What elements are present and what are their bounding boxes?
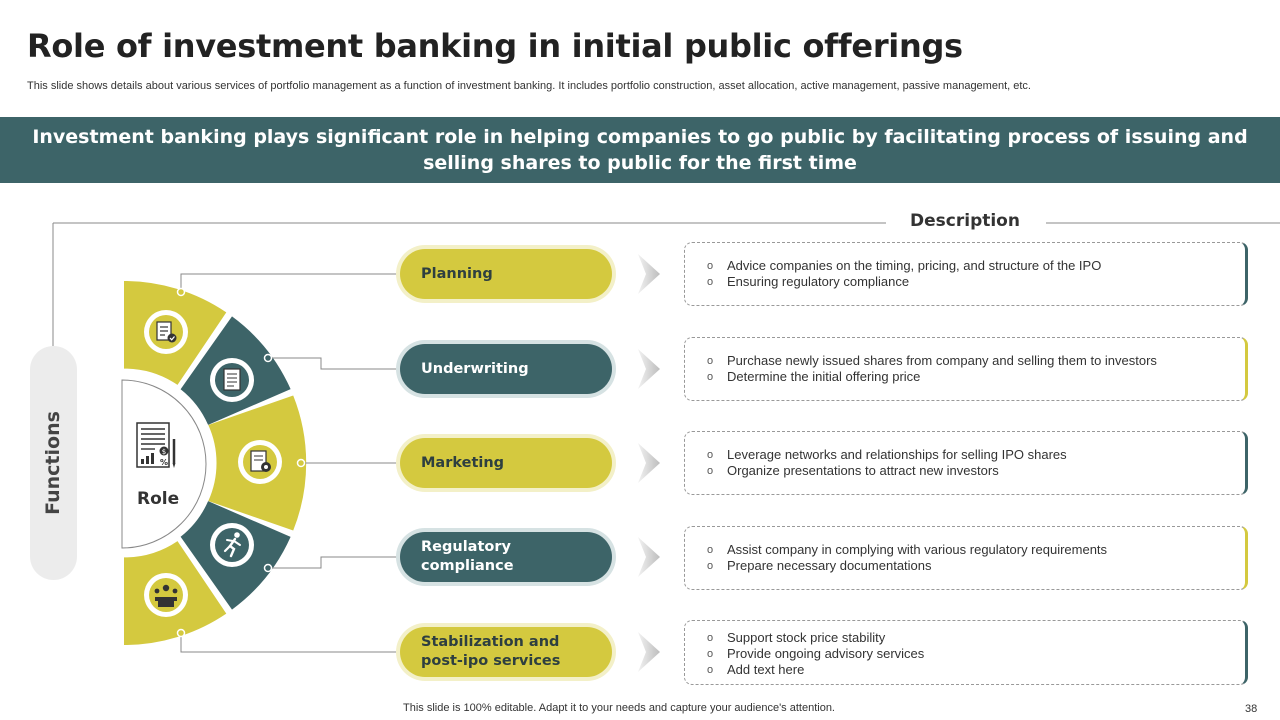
description-text: Organize presentations to attract new in… [727, 463, 999, 478]
banner-text: Investment banking plays significant rol… [32, 126, 1248, 174]
connector-underwriting [268, 357, 400, 370]
function-label: Marketing [421, 454, 505, 471]
function-label: Planning [421, 265, 493, 282]
description-text: Ensuring regulatory compliance [727, 274, 910, 289]
functions-label: Functions [42, 411, 64, 515]
functions-pill [30, 346, 77, 580]
description-text: Determine the initial offering price [727, 369, 921, 384]
description-text: Provide ongoing advisory services [727, 646, 925, 661]
function-label: Stabilization and post-ipo services [421, 634, 561, 669]
function-pill-planning: Planning [400, 249, 612, 299]
description-text: Support stock price stability [727, 630, 886, 645]
svg-text:%: % [160, 458, 168, 467]
arrow-regulatory [638, 537, 660, 577]
function-label: Underwriting [421, 360, 529, 377]
description-text: Add text here [727, 662, 805, 677]
description-text: Advice companies on the timing, pricing,… [727, 258, 1102, 273]
arrow-marketing [638, 443, 660, 483]
meeting-icon [144, 573, 188, 617]
checklist-icon [144, 310, 188, 354]
role-label: Role [137, 489, 180, 509]
function-pill-underwriting: Underwriting [400, 344, 612, 394]
description-header: Description [900, 211, 1030, 231]
certificate-icon [238, 440, 282, 484]
connector-planning [180, 273, 400, 292]
document-icon [210, 358, 254, 402]
function-label: Regulatory compliance [421, 539, 514, 574]
arrow-planning [638, 254, 660, 294]
description-text: Purchase newly issued shares from compan… [727, 353, 1157, 368]
arrow-underwriting [638, 349, 660, 389]
summary-banner: Investment banking plays significant rol… [0, 117, 1280, 183]
arrow-stabilization [638, 632, 660, 672]
function-pill-regulatory: Regulatory compliance [400, 532, 612, 582]
page-number: 38 [1245, 703, 1258, 715]
running-person-icon [210, 523, 254, 567]
connector-regulatory [268, 556, 400, 569]
function-pill-marketing: Marketing [400, 438, 612, 488]
connector-stabilization [180, 633, 400, 653]
report-icon: $ % [136, 422, 176, 468]
slide-subtitle: This slide shows details about various s… [27, 80, 1031, 92]
svg-text:$: $ [162, 448, 166, 456]
description-text: Prepare necessary documentations [727, 558, 932, 573]
function-pill-stabilization: Stabilization and post-ipo services [400, 627, 612, 677]
description-text: Assist company in complying with various… [727, 542, 1108, 557]
footer-note: This slide is 100% editable. Adapt it to… [403, 702, 835, 714]
description-text: Leverage networks and relationships for … [727, 447, 1067, 462]
slide-title: Role of investment banking in initial pu… [27, 27, 963, 65]
